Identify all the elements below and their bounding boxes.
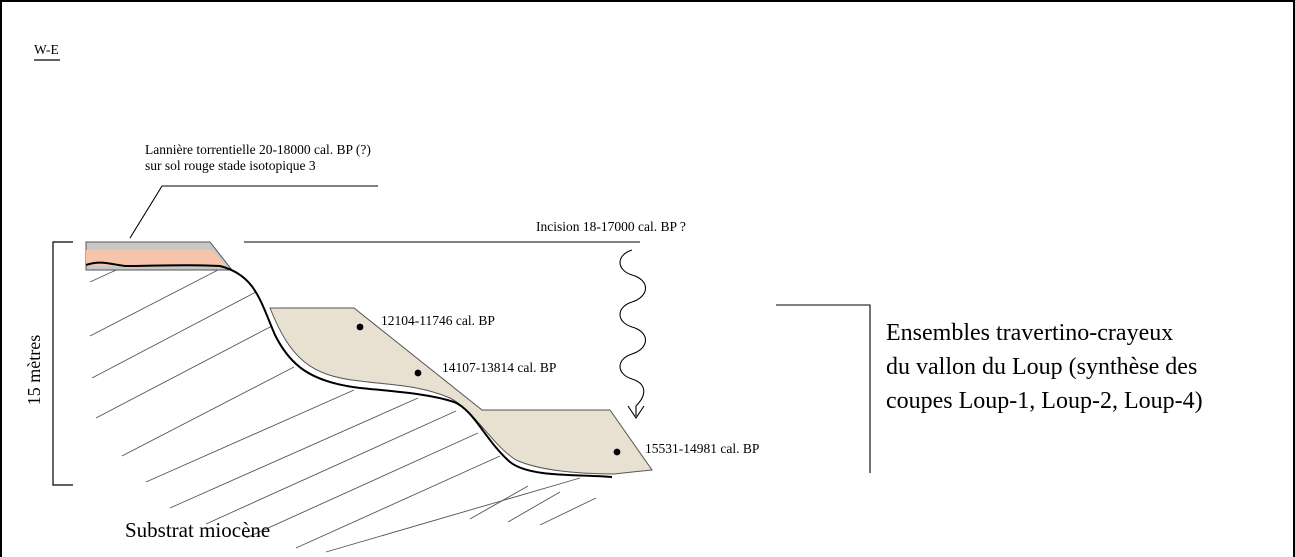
ground-surface-line [85, 261, 613, 478]
orientation-label: W-E [34, 42, 59, 57]
incision-label: Incision 18-17000 cal. BP ? [536, 219, 686, 234]
date-label-1: 12104-11746 cal. BP [381, 313, 495, 328]
date-point-1 [356, 323, 364, 331]
lanniere-label-line1: Lannière torrentielle 20-18000 cal. BP (… [145, 142, 371, 157]
scale-label: 15 mètres [24, 335, 44, 405]
legend-line-3: coupes Loup-1, Loup-2, Loup-4) [886, 388, 1203, 414]
date-label-3: 15531-14981 cal. BP [645, 441, 759, 456]
substrate-label: Substrat miocène [125, 518, 270, 542]
legend-bracket [776, 304, 871, 473]
incision-wavy-arrow [619, 249, 647, 416]
lanniere-leader-line [129, 185, 378, 239]
red-soil-layer [86, 250, 226, 266]
legend-line-1: Ensembles travertino-crayeux [886, 320, 1173, 346]
lanniere-label-line2: sur sol rouge stade isotopique 3 [145, 158, 316, 173]
date-point-3 [613, 448, 621, 456]
date-point-2 [414, 369, 422, 377]
date-label-2: 14107-13814 cal. BP [442, 360, 556, 375]
substrate-hatching [89, 265, 597, 553]
scale-bracket [52, 241, 73, 486]
legend-line-2: du vallon du Loup (synthèse des [886, 354, 1197, 380]
incision-arrow-head [627, 405, 645, 419]
travertine-body [269, 307, 653, 475]
